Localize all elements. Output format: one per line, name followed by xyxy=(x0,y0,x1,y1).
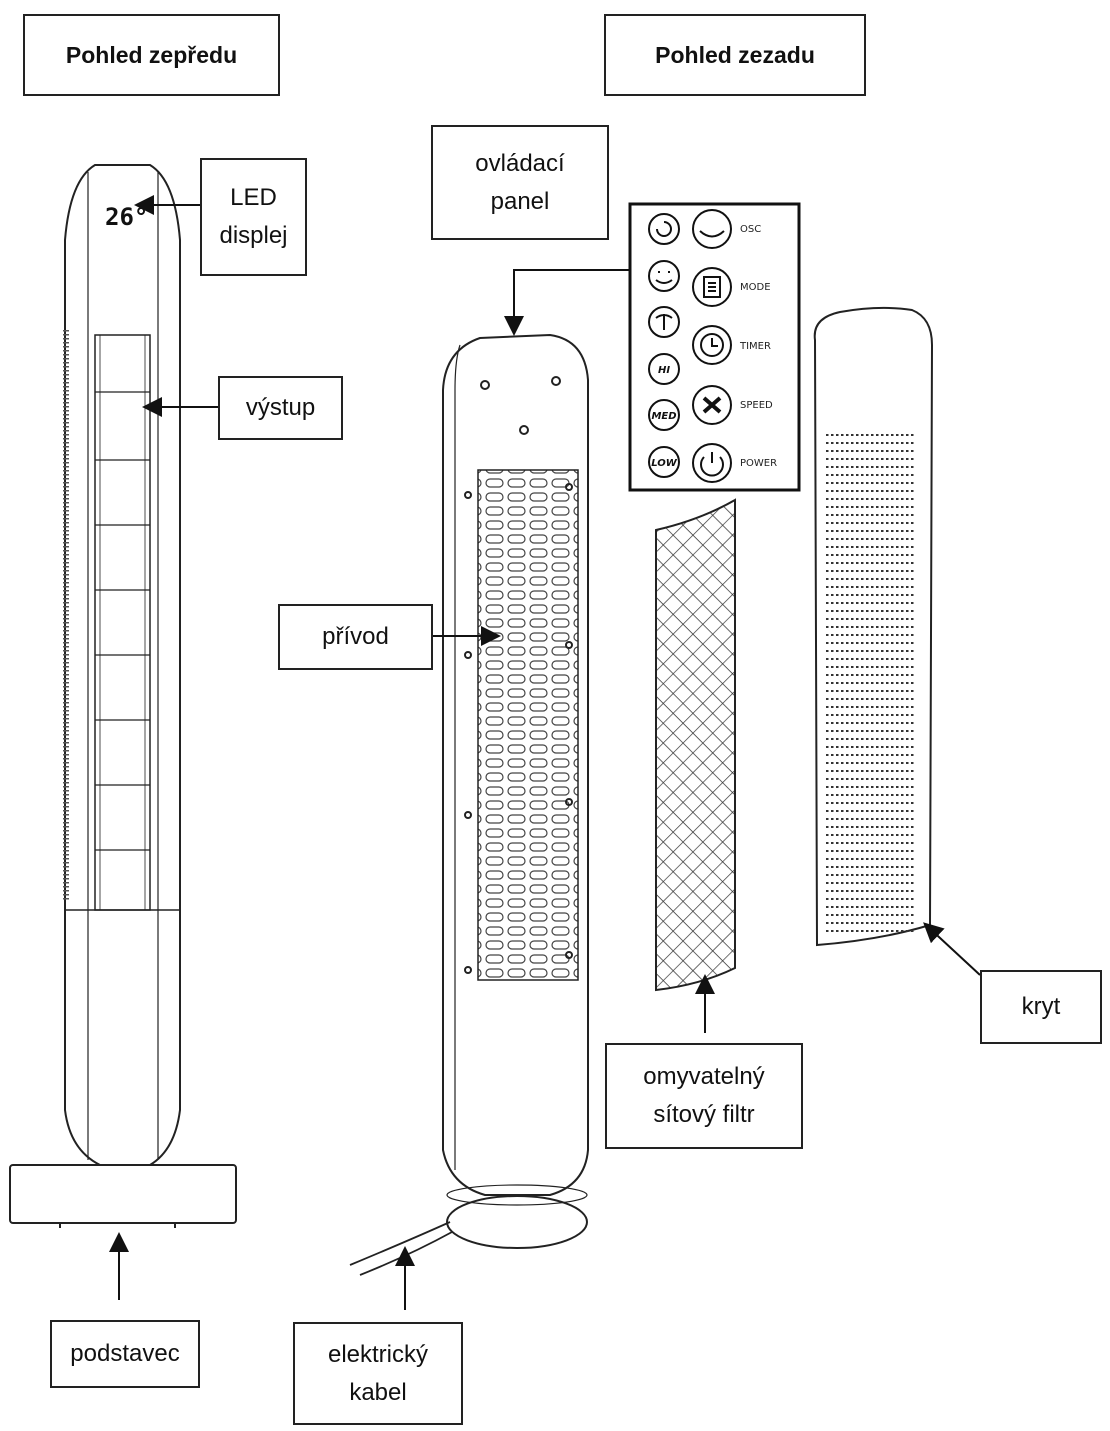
base-label: podstavec xyxy=(50,1320,200,1388)
inlet-label-text: přívod xyxy=(322,623,389,650)
led-readout: 26° xyxy=(105,203,148,231)
panel-label-osc: OSC xyxy=(740,224,761,235)
base-label-text: podstavec xyxy=(70,1340,180,1367)
cover-label-text: kryt xyxy=(1021,993,1061,1020)
front-view-title-text: Pohled zepředu xyxy=(65,42,238,68)
control-panel-label: ovládací panel xyxy=(431,125,609,240)
outlet-label-text: výstup xyxy=(245,394,316,421)
control-panel-label-line1: ovládací xyxy=(475,149,565,177)
filter-label: omyvatelný sítový filtr xyxy=(605,1043,803,1149)
filter-label-line1: omyvatelný xyxy=(643,1063,765,1090)
led-display-label-line2: displej xyxy=(219,222,288,249)
panel-icons xyxy=(655,221,725,477)
filter-label-line2: sítový filtr xyxy=(653,1101,755,1128)
panel-label-mode: MODE xyxy=(740,282,771,293)
led-display-label: LED displej xyxy=(200,158,307,276)
indicator-med: MED xyxy=(651,411,676,422)
rear-fan xyxy=(349,333,589,1276)
panel-label-timer: TIMER xyxy=(739,341,771,352)
inlet-label: přívod xyxy=(278,604,433,670)
power-cable-label-line2: kabel xyxy=(349,1378,407,1406)
power-cable-label-line1: elektrický xyxy=(327,1340,429,1368)
panel-label-speed: SPEED xyxy=(740,400,773,411)
panel-label-power: POWER xyxy=(740,458,777,469)
rear-view-title-text: Pohled zezadu xyxy=(655,42,815,68)
rear-view-title: Pohled zezadu xyxy=(604,14,866,96)
mesh-filter xyxy=(655,498,736,992)
leader-arrows xyxy=(109,195,981,1310)
control-panel-label-line2: panel xyxy=(490,187,550,215)
indicator-low: LOW xyxy=(651,458,678,469)
power-cable-label: elektrický kabel xyxy=(293,1322,463,1425)
indicator-hi: HI xyxy=(658,365,670,376)
front-view-title: Pohled zepředu xyxy=(23,14,280,96)
led-display-label-line1: LED xyxy=(230,184,277,211)
front-fan xyxy=(9,164,237,1228)
cover-label: kryt xyxy=(980,970,1102,1044)
outlet-label: výstup xyxy=(218,376,343,440)
